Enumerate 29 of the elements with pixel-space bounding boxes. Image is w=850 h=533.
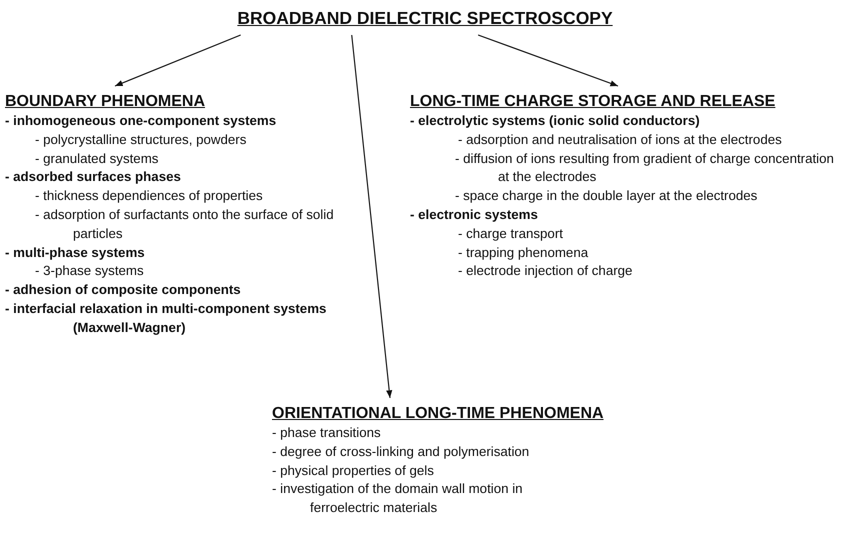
- list-item: - multi-phase systems: [5, 244, 145, 262]
- list-item: - diffusion of ions resulting from gradient of charge concentration at the electrodes: [454, 150, 835, 186]
- list-item: - trapping phenomena: [457, 244, 588, 262]
- list-item: - adsorption of surfactants onto the surface of solid particles: [34, 206, 335, 243]
- list-item: - interfacial relaxation in multi-component systems (Maxwell-Wagner): [5, 300, 328, 337]
- arrow: [114, 34, 241, 86]
- list-item: - electrolytic systems (ionic solid conductors): [410, 112, 700, 130]
- list-item: - 3-phase systems: [34, 262, 144, 280]
- section-heading: LONG-TIME CHARGE STORAGE AND RELEASE: [410, 92, 776, 112]
- list-item: - electronic systems: [410, 206, 538, 224]
- list-item: - adsorption and neutralisation of ions at the electrodes: [457, 130, 782, 149]
- section-heading: BOUNDARY PHENOMENA: [5, 92, 206, 112]
- list-item: - phase transitions: [272, 424, 381, 442]
- list-item: - polycrystalline structures, powders: [34, 130, 246, 149]
- list-item: - physical properties of gels: [272, 462, 434, 480]
- list-item: - adhesion of composite components: [5, 281, 241, 300]
- list-item: - adsorbed surfaces phases: [5, 168, 181, 186]
- arrow: [478, 34, 618, 87]
- list-item: - granulated systems: [34, 150, 158, 168]
- list-item: - space charge in the double layer at the electrodes: [454, 187, 758, 206]
- list-item: - investigation of the domain wall motion in ferroelectric materials: [272, 480, 524, 518]
- list-item: - inhomogeneous one-component systems: [5, 112, 276, 130]
- section-heading: ORIENTATIONAL LONG-TIME PHENOMENA: [272, 404, 605, 424]
- list-item: - thickness dependiences of properties: [34, 187, 263, 206]
- arrow: [351, 34, 392, 398]
- list-item: - degree of cross-linking and polymerisation: [272, 442, 530, 461]
- list-item: - electrode injection of charge: [457, 262, 632, 280]
- list-item: - charge transport: [457, 224, 563, 243]
- diagram-title: BROADBAND DIELECTRIC SPECTROSCOPY: [233, 6, 617, 35]
